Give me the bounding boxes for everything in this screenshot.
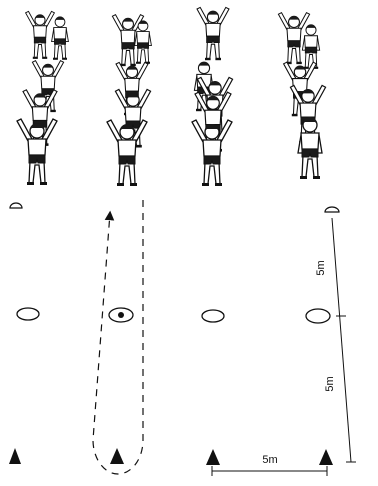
hoop-icon — [202, 310, 224, 322]
cones — [9, 448, 333, 465]
cone-icon — [319, 449, 333, 465]
hoop-icon — [306, 309, 330, 323]
run-path-dashed-route — [93, 200, 143, 474]
hoops — [17, 308, 330, 323]
vertical-measure — [332, 218, 356, 462]
child-figure — [17, 119, 57, 185]
teams — [17, 7, 326, 186]
horizontal-measure — [212, 466, 327, 476]
team-2 — [107, 15, 151, 186]
cone-icon — [9, 448, 21, 464]
upper-distance-label: 5m — [315, 260, 327, 275]
cone-icon — [110, 448, 124, 464]
start-markers — [10, 203, 339, 212]
child-figure — [197, 7, 229, 60]
team-4 — [278, 13, 325, 179]
child-figure — [52, 16, 69, 59]
hoop-icon — [17, 308, 39, 320]
child-figure — [107, 120, 147, 186]
start-marker-right-icon — [325, 207, 339, 212]
team-1 — [17, 11, 68, 185]
team-3 — [192, 7, 233, 186]
child-figure — [26, 11, 55, 59]
lower-distance-label: 5m — [324, 376, 336, 391]
cone-spacing-label: 5m — [262, 454, 277, 466]
cone-icon — [206, 449, 220, 465]
ball-icon — [118, 312, 124, 318]
child-figure — [302, 24, 319, 69]
start-marker-left-icon — [10, 203, 22, 208]
child-figure — [192, 120, 232, 186]
